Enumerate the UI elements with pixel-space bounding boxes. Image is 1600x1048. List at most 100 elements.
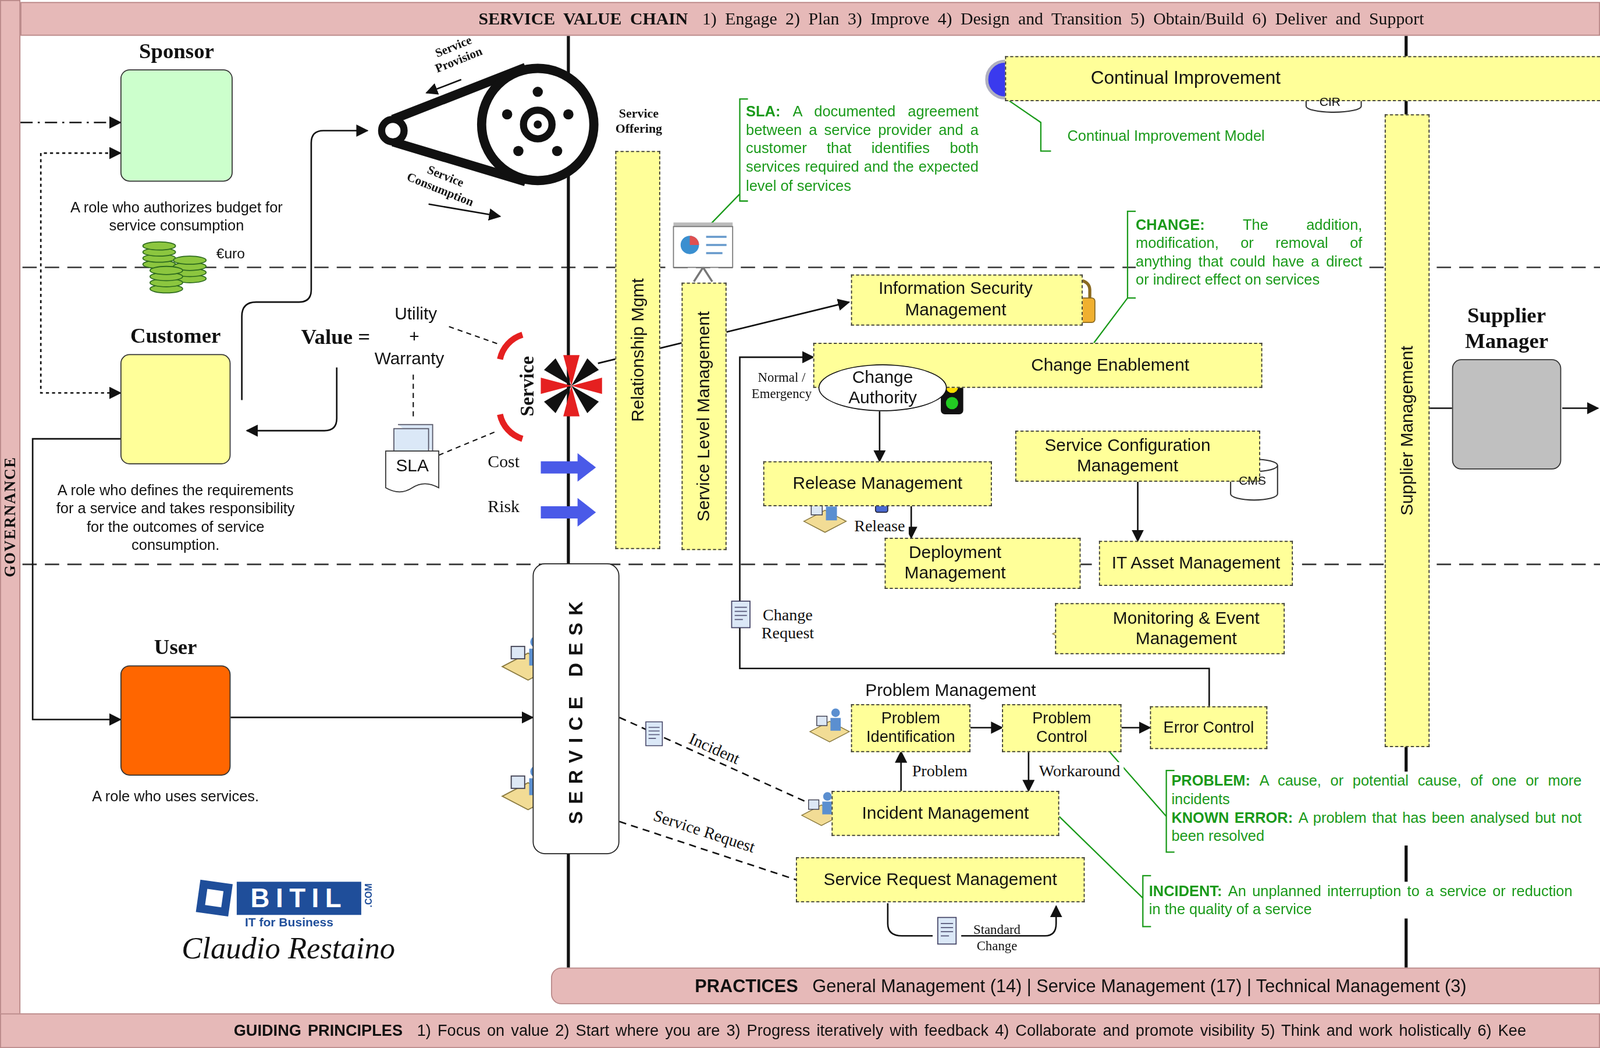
- connector: [900, 751, 902, 792]
- sla-easel: [694, 267, 713, 283]
- value-term: Utility: [387, 304, 444, 326]
- role-heading: User: [154, 634, 198, 661]
- practices-band: PRACTICESGeneral Management (14) | Servi…: [550, 967, 1600, 1005]
- document-label: SLA: [395, 456, 429, 478]
- node-label: Monitoring & Event Management: [1096, 608, 1276, 649]
- sla-easel: [680, 235, 700, 255]
- role-description: A role who uses services.: [47, 786, 303, 806]
- connector: [40, 153, 121, 393]
- flow-arrow: [1562, 407, 1598, 410]
- service-gear: [513, 146, 524, 157]
- flow-arrow: [887, 902, 933, 936]
- band-items: 1) Focus on value 2) Start where you are…: [417, 1021, 1527, 1041]
- connector: [878, 411, 881, 462]
- loop-label: INCIDENT:: [1149, 882, 1223, 899]
- sla-easel: [706, 236, 727, 254]
- callout-bracket: [1005, 97, 1052, 151]
- role-description: A role who authorizes budget for service…: [48, 197, 304, 236]
- callout-bracket: [710, 98, 749, 225]
- author-signature: .COM: [363, 883, 375, 908]
- node-label: Error Control: [1163, 717, 1255, 737]
- band-items: 1) Engage 2) Plan 3) Improve 4) Design a…: [702, 8, 1425, 30]
- authority-ellipse: Change Authority: [818, 364, 948, 412]
- node-label: Release Management: [792, 473, 963, 494]
- logo-mark: [196, 879, 233, 917]
- band-title: PRACTICES: [694, 975, 798, 997]
- process-box: Problem Identification: [851, 703, 971, 752]
- currency-label: €uro: [216, 244, 245, 262]
- connector-label: Workaround: [1036, 762, 1124, 781]
- cost-risk-arrow: [541, 453, 597, 482]
- model-label: Continual Improvement Model: [1067, 127, 1265, 146]
- logo-text: Standard Change: [963, 921, 1031, 954]
- flow-arrow: [242, 130, 368, 400]
- offering-label: Service Offering: [610, 105, 668, 137]
- connector: [970, 726, 1002, 729]
- connector: [20, 121, 121, 124]
- value-term: Warranty: [374, 349, 445, 371]
- practice-box: IT Asset Management: [1099, 541, 1293, 586]
- improvement-band: Continual Improvement: [1005, 55, 1600, 101]
- connector-label: Problem: [908, 762, 971, 781]
- service-gear: [502, 109, 513, 120]
- practice-box: Incident Management: [831, 790, 1059, 836]
- practice-box: Deployment Management: [884, 537, 1082, 589]
- node-label: GOVERNANCE: [1, 456, 20, 578]
- cost-label: Cost: [487, 452, 520, 474]
- node-label: Problem Identification: [855, 708, 966, 746]
- flow-arrow: [242, 79, 1599, 936]
- connector: [910, 506, 913, 538]
- callout-bracket: [710, 97, 1175, 927]
- node-label: IT Asset Management: [1111, 553, 1280, 574]
- definition-text: A documented agreement between a service…: [745, 102, 979, 194]
- leader-line: [412, 374, 414, 419]
- definition-term: PROBLEM:: [1171, 772, 1251, 789]
- service-gear: [563, 109, 574, 120]
- service-gear: [552, 146, 563, 157]
- governance-band: GOVERNANCE: [0, 0, 21, 1033]
- coins: [143, 242, 207, 294]
- definition-term: KNOWN ERROR:: [1171, 809, 1293, 826]
- store-label: CIR: [1319, 94, 1341, 110]
- connector: [1028, 751, 1030, 792]
- group-heading: Problem Management: [865, 680, 1036, 702]
- guiding-principles-band: GUIDING PRINCIPLES1) Focus on value 2) S…: [0, 1013, 1600, 1048]
- value-chain-band: SERVICE VALUE CHAIN1) Engage 2) Plan 3) …: [20, 2, 1600, 37]
- node-label: Service Configuration Management: [1024, 435, 1231, 477]
- service-gear: [481, 68, 595, 181]
- leader-line: [449, 326, 499, 344]
- practice-box: Information Security Management: [851, 274, 1083, 326]
- document-icon: [731, 601, 750, 628]
- role-heading: Supplier Manager: [1435, 302, 1579, 354]
- label: Claudio Restaino: [181, 929, 396, 967]
- definition-callout: PROBLEM: A cause, or potential cause, of…: [1171, 771, 1582, 809]
- flow-arrow: [246, 367, 337, 431]
- definition-term: CHANGE:: [1135, 216, 1205, 233]
- node-label: Information Security Management: [859, 279, 1051, 320]
- role-box: UserA role who uses services.: [120, 665, 231, 775]
- role-heading: Customer: [130, 323, 221, 350]
- leader-line: [438, 430, 499, 455]
- role-description: A role who defines the requirements for …: [47, 480, 303, 555]
- node-label: SERVICE DESK: [564, 594, 588, 824]
- sla-document: [385, 424, 439, 493]
- node-label: Problem Control: [1007, 708, 1117, 746]
- practice-box: Monitoring & Event Management: [1054, 603, 1285, 655]
- node-label: Service Level Management: [694, 311, 715, 522]
- definition-callout: KNOWN ERROR: A problem that has been ana…: [1171, 808, 1582, 846]
- role-figure: [165, 92, 1517, 754]
- practice-box: Service Configuration Management: [1015, 430, 1261, 482]
- sla-document: [385, 450, 439, 492]
- value-formula: Value =: [300, 324, 371, 351]
- practice-box: Service Request Management: [795, 857, 1085, 902]
- node-label: Change Enablement: [1030, 354, 1190, 376]
- coins: [150, 266, 183, 294]
- logo-tagline: BITIL: [236, 881, 362, 915]
- traffic-light: [946, 396, 959, 410]
- role-box: Supplier Manager: [1452, 358, 1562, 469]
- node-label: Deployment Management: [893, 542, 1016, 584]
- logo-mark: [196, 879, 233, 917]
- practice-box: Change EnablementChange Authority: [813, 342, 1263, 388]
- service-pinwheel: [565, 358, 599, 392]
